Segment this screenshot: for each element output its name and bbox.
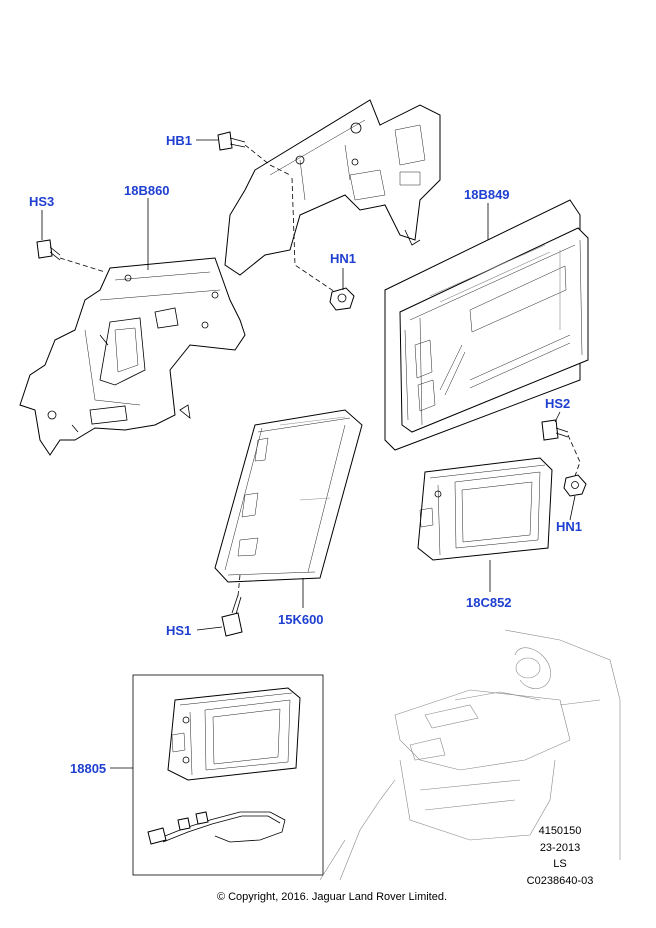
callout-hb1[interactable]: HB1 xyxy=(166,133,192,148)
callout-15k600[interactable]: 15K600 xyxy=(278,612,324,627)
copyright-text: © Copyright, 2016. Jaguar Land Rover Lim… xyxy=(217,891,447,903)
assembly-line-hb1 xyxy=(244,144,291,176)
module-15K600 xyxy=(214,409,363,583)
callout-hn1-top[interactable]: HN1 xyxy=(330,251,356,266)
module-18C852 xyxy=(417,457,553,561)
fastener-hn1-right xyxy=(563,474,587,497)
module-18B849 xyxy=(384,199,589,451)
callout-18c852[interactable]: 18C852 xyxy=(466,595,512,610)
fastener-hb1 xyxy=(217,131,246,151)
fastener-hs3 xyxy=(36,239,61,261)
reference-code: C0238640-03 xyxy=(527,875,594,887)
fastener-hs1 xyxy=(221,594,243,637)
assembly-line-hs3 xyxy=(59,257,106,273)
leader-hs1 xyxy=(196,626,223,631)
callout-hs2[interactable]: HS2 xyxy=(545,396,570,411)
callout-hs3[interactable]: HS3 xyxy=(29,194,54,209)
leader-hs2 xyxy=(554,411,561,423)
inset-18805 xyxy=(132,674,324,876)
reference-date: 23-2013 xyxy=(540,842,580,854)
upper-mounting-bracket xyxy=(224,99,441,276)
reference-region: LS xyxy=(553,858,566,870)
vehicle-interior-sketch xyxy=(319,629,621,881)
callout-18b860[interactable]: 18B860 xyxy=(124,183,170,198)
bracket-18B860 xyxy=(19,257,246,456)
callout-18805[interactable]: 18805 xyxy=(70,761,106,776)
callout-18b849[interactable]: 18B849 xyxy=(464,187,510,202)
leader-hn1-right xyxy=(569,495,576,521)
assembly-line-hs2 xyxy=(567,434,581,477)
callout-hn1-right[interactable]: HN1 xyxy=(556,519,582,534)
fastener-hn1-top xyxy=(329,287,355,311)
assembly-line-hs1 xyxy=(237,574,241,597)
fastener-hs2 xyxy=(541,419,569,441)
callout-hs1[interactable]: HS1 xyxy=(166,623,191,638)
reference-number: 4150150 xyxy=(539,825,582,837)
